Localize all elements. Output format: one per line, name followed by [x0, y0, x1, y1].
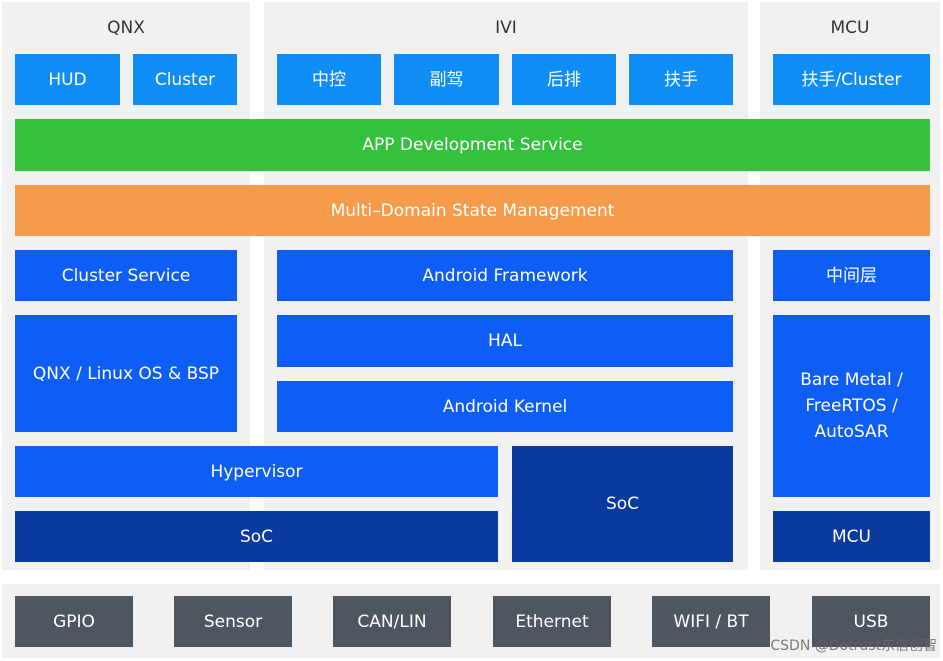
- ivi-armrest-box: 扶手: [629, 54, 733, 105]
- mcu-column-title: MCU: [830, 18, 870, 38]
- hypervisor-box: Hypervisor: [15, 446, 498, 497]
- csdn-watermark: CSDN @Dotrust东信创智: [770, 638, 937, 654]
- ivi-column-title: IVI: [495, 18, 517, 38]
- peripheral-usb: USB: [812, 596, 930, 647]
- android-kernel-box: Android Kernel: [277, 381, 733, 432]
- hal-box: HAL: [277, 315, 733, 367]
- cluster-service-box: Cluster Service: [15, 250, 237, 301]
- ivi-copilot-box: 副驾: [394, 54, 499, 105]
- app-development-service-bar: APP Development Service: [15, 119, 930, 171]
- peripheral-can-lin: CAN/LIN: [333, 596, 451, 647]
- android-framework-box: Android Framework: [277, 250, 733, 301]
- mcu-chip-box: MCU: [773, 511, 930, 562]
- ivi-rear-box: 后排: [512, 54, 616, 105]
- mcu-armrest-cluster-box: 扶手/Cluster: [773, 54, 930, 105]
- multi-domain-state-management-bar: Multi–Domain State Management: [15, 185, 930, 236]
- soc-left-box: SoC: [15, 511, 498, 562]
- peripheral-gpio: GPIO: [15, 596, 133, 647]
- ivi-center-box: 中控: [277, 54, 381, 105]
- qnx-column-title: QNX: [107, 18, 145, 38]
- cluster-box: Cluster: [133, 54, 237, 105]
- bare-metal-freertos-autosar-box: Bare Metal / FreeRTOS / AutoSAR: [773, 315, 930, 497]
- qnx-linux-os-bsp-box: QNX / Linux OS & BSP: [15, 315, 237, 432]
- peripheral-sensor: Sensor: [174, 596, 292, 647]
- peripheral-ethernet: Ethernet: [493, 596, 611, 647]
- soc-right-box: SoC: [512, 446, 733, 562]
- hud-box: HUD: [15, 54, 120, 105]
- middleware-box: 中间层: [773, 250, 930, 301]
- peripheral-wifi-bt: WIFI / BT: [652, 596, 770, 647]
- peripheral-panel: [2, 584, 940, 658]
